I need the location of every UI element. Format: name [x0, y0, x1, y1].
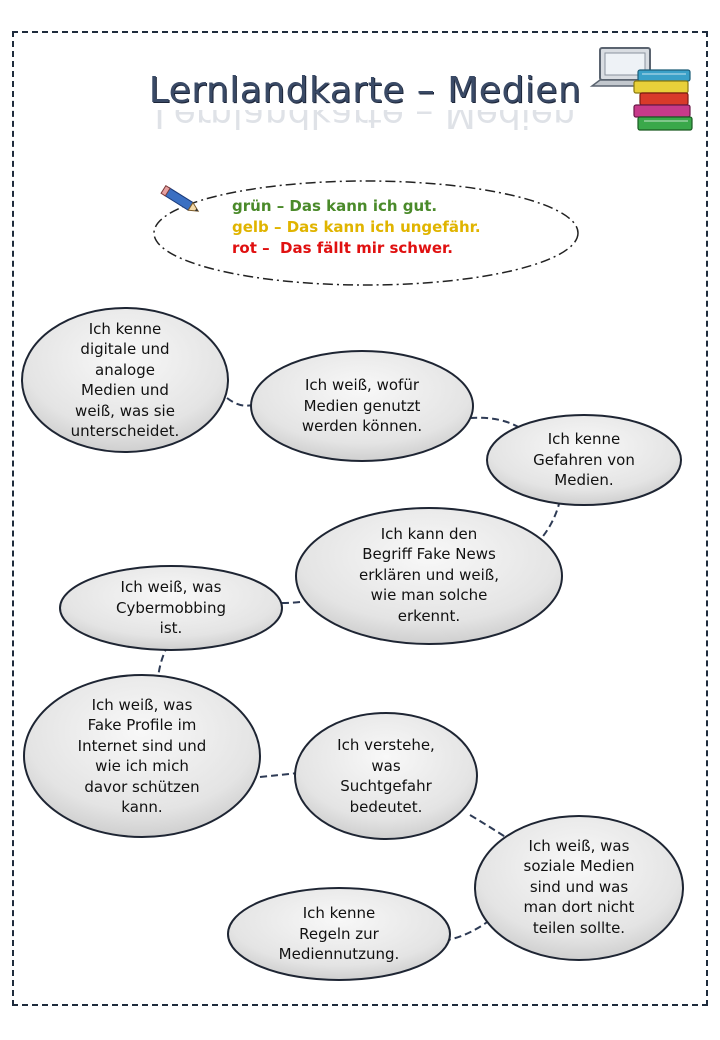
bubble-fake-profile: Ich weiß, was Fake Profile im Internet s…: [77, 695, 207, 817]
connector-7: [469, 814, 511, 841]
bubble-cybermobbing: Ich weiß, was Cybermobbing ist.: [115, 578, 227, 638]
legend-item-yellow: gelb – Das kann ich ungefähr.: [232, 218, 481, 236]
bubble-shape-3: [486, 414, 682, 506]
bubble-gefahren: Ich kenne Gefahren von Medien.: [533, 430, 635, 490]
bubble-suchtgefahr: Ich verstehe, was Suchtgefahr bedeutet.: [337, 736, 435, 816]
bubble-soziale-medien: Ich weiß, was soziale Medien sind und wa…: [523, 836, 635, 937]
connector-4: [281, 601, 301, 604]
connector-6: [259, 772, 299, 778]
bubble-shape-1: [21, 307, 229, 453]
bubble-shape-6: [23, 674, 261, 838]
page-title: Lernlandkarte – Medien: [148, 70, 582, 111]
title-area: Lernlandkarte – Medien Lernlandkarte – M…: [140, 70, 590, 140]
bubble-fake-news: Ich kann den Begriff Fake News erklären …: [359, 524, 499, 625]
bubble-shape-8: [474, 815, 684, 961]
pencil-icon: [160, 184, 200, 212]
laptop-books-icon: [589, 47, 693, 131]
bubble-shape-5: [59, 565, 283, 651]
bubble-shape-2: [250, 350, 474, 462]
bubble-shape-4: [295, 507, 563, 645]
bubble-digital-analog: Ich kenne digitale und analoge Medien un…: [70, 319, 180, 441]
legend-item-red: rot – Das fällt mir schwer.: [232, 239, 453, 257]
bubble-regeln: Ich kenne Regeln zur Mediennutzung.: [278, 904, 400, 964]
dashed-page-frame: [12, 31, 708, 1006]
bubble-medien-nutzung-zweck: Ich weiß, wofür Medien genutzt werden kö…: [301, 376, 423, 436]
legend: grün – Das kann ich gut. gelb – Das kann…: [232, 196, 481, 259]
connector-1: [226, 397, 253, 407]
connector-2: [469, 416, 521, 429]
legend-ellipse: [153, 180, 579, 286]
bubble-shape-7: [294, 712, 478, 840]
legend-item-green: grün – Das kann ich gut.: [232, 197, 438, 215]
bubble-shape-9: [227, 887, 451, 981]
